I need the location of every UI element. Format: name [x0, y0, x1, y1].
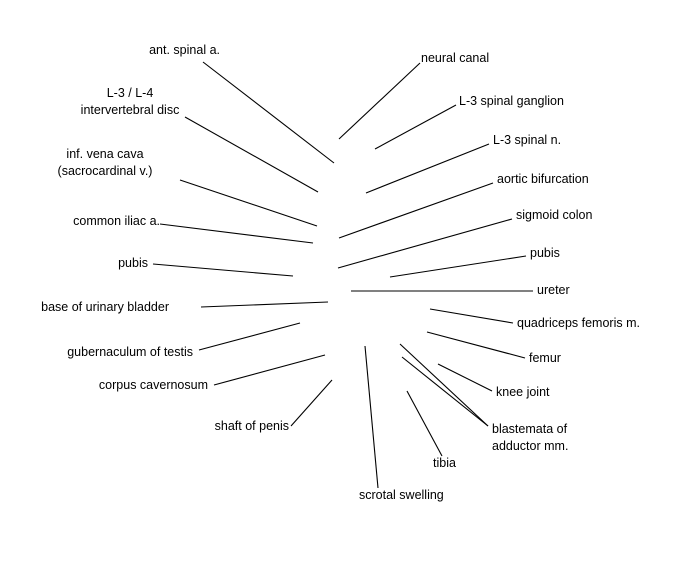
label-corpus-cavernosum: corpus cavernosum [98, 378, 208, 392]
label-line: intervertebral disc [80, 103, 180, 117]
leader-ant-spinal-a [202, 61, 335, 164]
label-common-iliac-a: common iliac a. [73, 214, 160, 228]
label-l3-spinal-n: L-3 spinal n. [493, 133, 562, 147]
label-scrotal-swelling: scrotal swelling [359, 488, 444, 502]
label-neural-canal: neural canal [421, 51, 490, 65]
label-line: (sacrocardinal v.) [57, 164, 153, 178]
leader-aortic-bifurcation [338, 182, 494, 239]
label-inf-vena-cava: inf. vena cava (sacrocardinal v.) [40, 146, 170, 180]
leader-l3-spinal-n [365, 143, 490, 194]
label-ureter: ureter [537, 283, 570, 297]
leader-sigmoid-colon [337, 218, 513, 269]
leader-shaft-of-penis [290, 379, 333, 427]
leader-common-iliac-a [159, 223, 314, 244]
leader-inf-vena-cava [179, 179, 318, 227]
leader-l3-spinal-ganglion [374, 104, 457, 150]
label-line: inf. vena cava [66, 147, 144, 161]
label-pubis-left: pubis [118, 256, 148, 270]
label-l3-spinal-ganglion: L-3 spinal ganglion [459, 94, 564, 108]
leader-pubis-right [389, 255, 527, 278]
label-shaft-of-penis: shaft of penis [214, 419, 289, 433]
label-ant-spinal-a: ant. spinal a. [149, 43, 220, 57]
label-knee-joint: knee joint [496, 385, 550, 399]
leader-blastemata-a [399, 343, 489, 427]
label-line: L-3 / L-4 [106, 86, 154, 100]
label-pubis-right: pubis [530, 246, 560, 260]
leader-knee-joint [437, 363, 493, 392]
leader-pubis-left [152, 263, 294, 277]
leader-quadriceps-femoris [429, 308, 514, 324]
label-gubernaculum-testis: gubernaculum of testis [67, 345, 193, 359]
leader-gubernaculum-testis [198, 322, 301, 351]
label-quadriceps-femoris-m: quadriceps femoris m. [517, 316, 640, 330]
leader-blastemata-b [401, 356, 489, 427]
label-line: adductor mm. [492, 439, 569, 453]
label-femur: femur [529, 351, 561, 365]
leader-corpus-cavernosum [213, 354, 326, 386]
leader-tibia [406, 390, 443, 457]
label-l3-l4-intervertebral-disc: L-3 / L-4 intervertebral disc [60, 85, 200, 119]
leader-neural-canal [338, 62, 421, 140]
label-sigmoid-colon: sigmoid colon [516, 208, 593, 222]
leader-femur [426, 331, 526, 359]
label-tibia: tibia [433, 456, 456, 470]
label-line: blastemata of [492, 422, 568, 436]
leader-l3-l4-disc [184, 116, 319, 193]
leader-base-urinary-bladder [200, 301, 329, 308]
leader-scrotal-swelling [364, 345, 379, 489]
label-blastemata-adductor-mm: blastemata of adductor mm. [492, 421, 568, 455]
label-aortic-bifurcation: aortic bifurcation [497, 172, 589, 186]
label-base-urinary-bladder: base of urinary bladder [41, 300, 169, 314]
